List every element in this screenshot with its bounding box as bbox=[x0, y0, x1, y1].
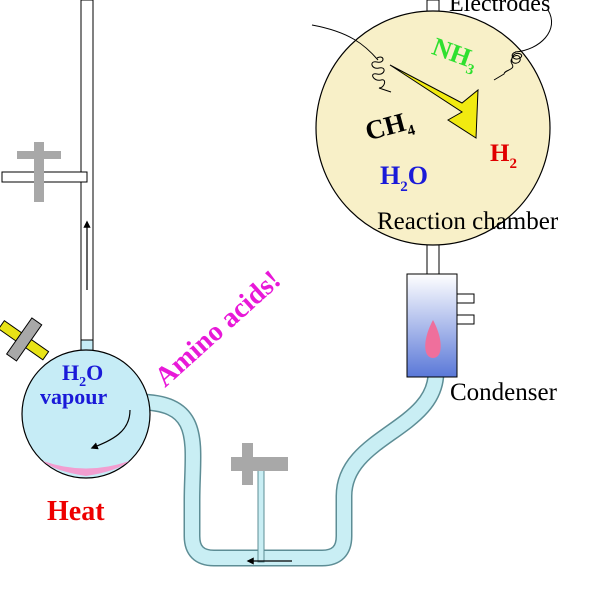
reaction-chamber bbox=[315, 10, 551, 246]
electrodes bbox=[311, 9, 553, 93]
spark-icon bbox=[389, 64, 479, 139]
label-reaction-chamber: Reaction chamber bbox=[377, 208, 559, 235]
u-tube bbox=[137, 371, 445, 567]
label-condenser: Condenser bbox=[450, 379, 558, 406]
bottom-valve bbox=[231, 443, 288, 485]
flask-h2o: H2O bbox=[62, 360, 103, 390]
label-heat: Heat bbox=[47, 496, 105, 527]
flow-arrow-curve bbox=[90, 409, 131, 450]
label-electrodes: Electrodes bbox=[449, 0, 550, 17]
flask-stopper bbox=[0, 317, 50, 362]
flask-vapour: vapour bbox=[40, 384, 107, 409]
flame-icon bbox=[425, 320, 441, 358]
condenser bbox=[406, 273, 475, 378]
formula-h2: H2 bbox=[490, 140, 517, 172]
water bbox=[43, 461, 129, 476]
left-valve bbox=[17, 142, 61, 202]
flask bbox=[0, 317, 151, 479]
formula-h2o-chamber: H2O bbox=[380, 161, 428, 195]
left-vertical-tube bbox=[1, 0, 94, 346]
label-amino-acids: Amino acids! bbox=[149, 265, 287, 394]
